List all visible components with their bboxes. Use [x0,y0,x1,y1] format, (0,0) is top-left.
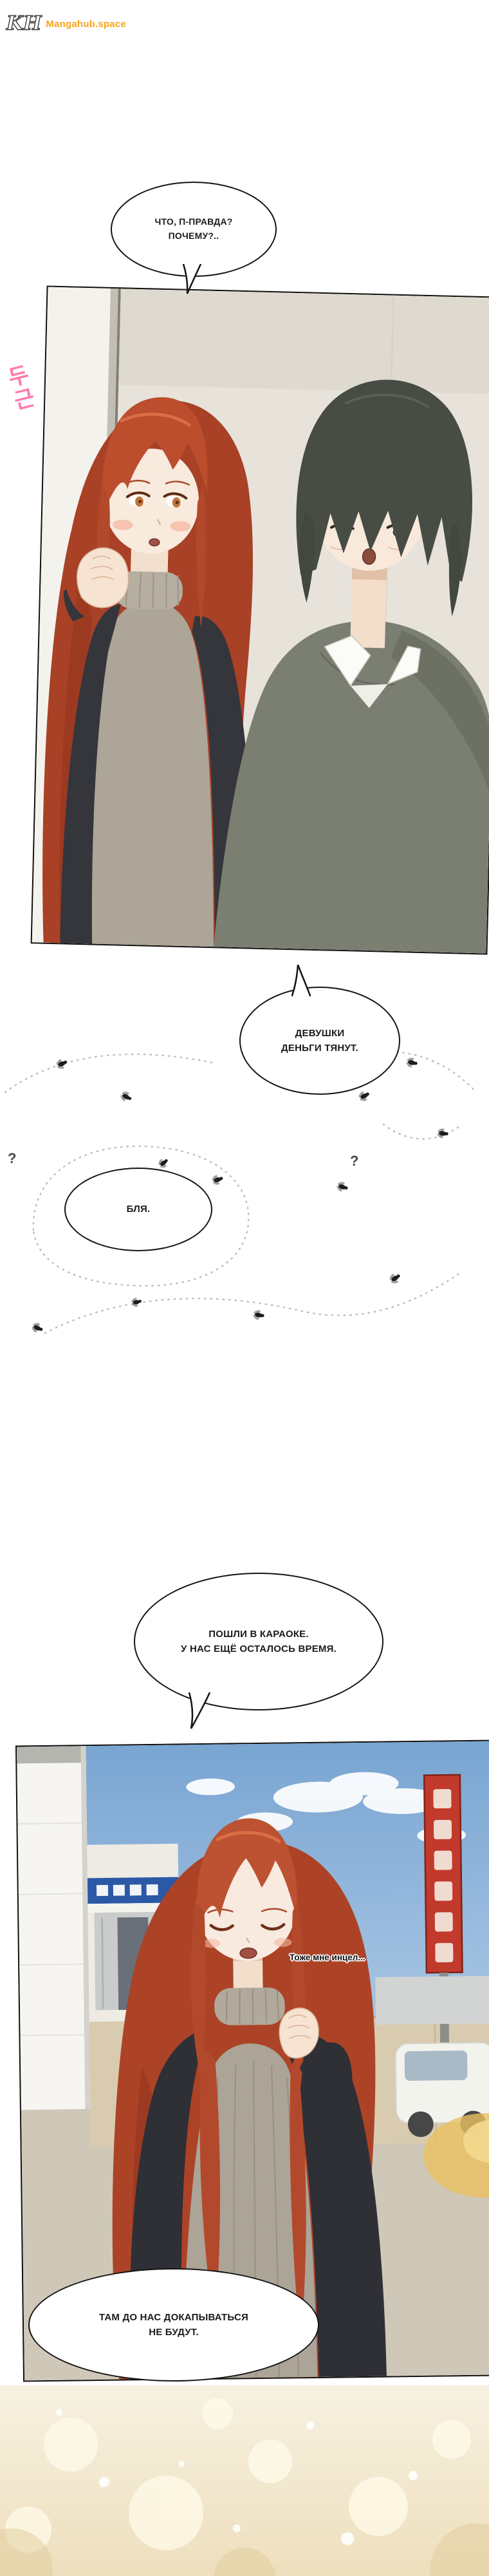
flies-layer: ? ? [4,1050,477,1336]
fly-icon [387,1270,403,1287]
fly-icon [404,1055,419,1070]
fly-icon [210,1173,225,1188]
bubble-line: ДЕВУШКИ [295,1027,345,1039]
speech-bubble-5: ТАМ ДО НАС ДОКАПЫВАТЬСЯ НЕ БУДУТ. [28,2268,319,2382]
fly-icon [29,1320,45,1336]
panel-1 [30,285,489,955]
bubble-line: НЕ БУДУТ. [149,2327,199,2338]
fly-icon [436,1126,450,1141]
fly-icon [54,1056,69,1072]
panel-2-artwork [17,1741,489,2381]
speech-bubble-2: ДЕВУШКИ ДЕНЬГИ ТЯНУТ. [239,987,400,1095]
fly-icon [252,1308,266,1322]
fly-icon [356,1088,372,1104]
site-watermark: KH Mangahub.space [6,14,126,33]
fly-icon [335,1179,350,1195]
bokeh-panel [0,2385,489,2576]
panel-1-artwork [32,287,489,954]
fly-icon [156,1155,171,1171]
bubble-line: БЛЯ. [126,1204,151,1215]
bubble-line: ТАМ ДО НАС ДОКАПЫВАТЬСЯ [98,2311,249,2323]
fly-icon [118,1088,134,1105]
speech-bubble-1: ЧТО, П-ПРАВДА? ПОЧЕМУ?.. [111,182,277,277]
question-mark-left: ? [8,1150,16,1166]
fly-icon [130,1296,143,1309]
bubble-line: ДЕНЬГИ ТЯНУТ. [281,1043,358,1054]
sfx-heartbeat: 두근 [1,362,37,415]
site-name: Mangahub.space [46,18,126,30]
bubble-tail-2 [291,965,311,997]
floating-text: Тоже мне инцел... [290,1953,365,1962]
mangahub-logo-icon: KH [6,12,42,35]
bubble-line: ПОЧЕМУ?.. [168,231,219,241]
bubble-tail-1 [182,264,202,294]
thought-bubble: БЛЯ. [64,1168,212,1251]
panel-2 [15,1739,489,2382]
bubble-line: ПОШЛИ В КАРАОКЕ. [208,1628,309,1640]
bubble-line: У НАС ЕЩЁ ОСТАЛОСЬ ВРЕМЯ. [181,1643,337,1654]
bubble-line: ЧТО, П-ПРАВДА? [154,216,233,227]
question-mark-right: ? [350,1153,358,1169]
bubble-tail-4 [188,1692,211,1729]
speech-bubble-4: ПОШЛИ В КАРАОКЕ. У НАС ЕЩЁ ОСТАЛОСЬ ВРЕМ… [134,1573,383,1710]
